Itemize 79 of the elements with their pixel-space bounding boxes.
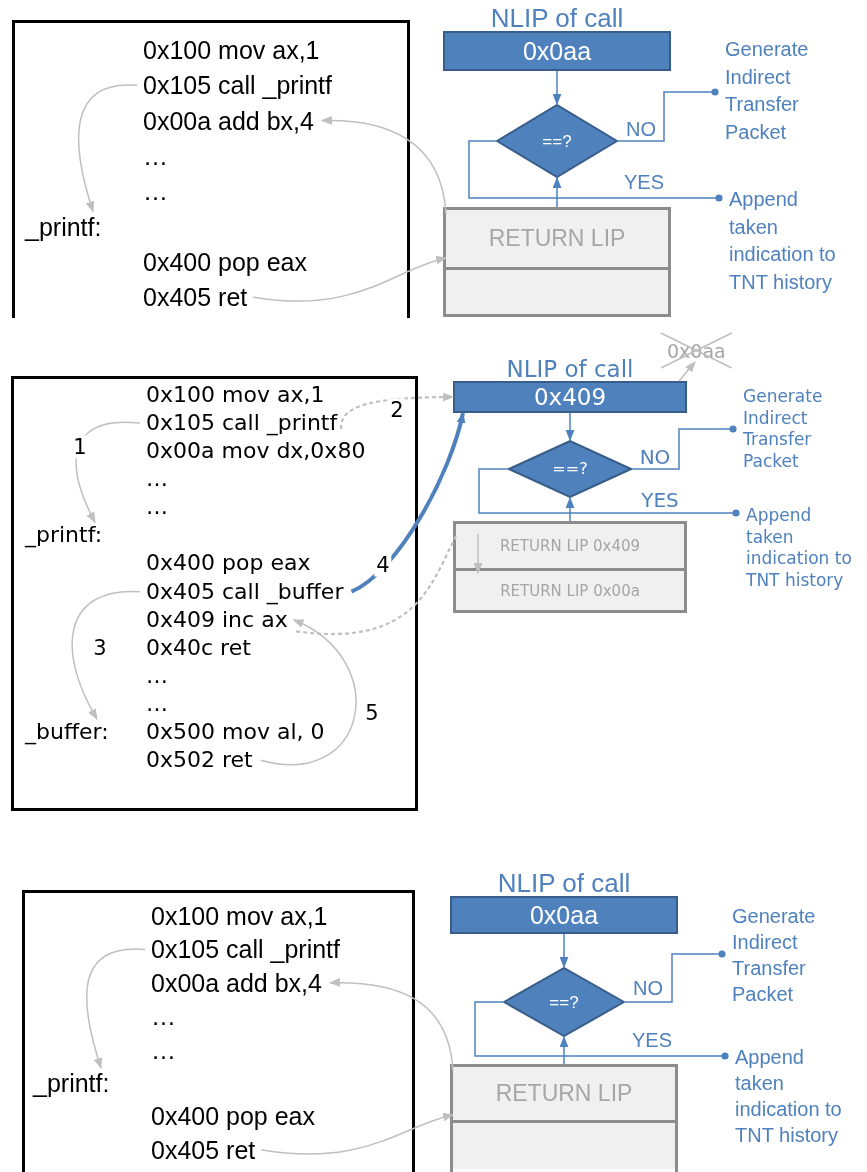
code-line: 0x00a add bx,4 xyxy=(151,967,322,998)
code-line: 0x100 mov ax,1 xyxy=(151,901,328,931)
connector-arrow xyxy=(340,392,455,430)
connector-arrow xyxy=(328,978,454,1072)
connector-arrow xyxy=(75,421,141,524)
code-line: 0x00a add bx,4 xyxy=(143,105,314,136)
connector-arrow xyxy=(552,70,562,106)
code-line: … xyxy=(143,140,168,171)
connector-arrow xyxy=(559,1035,569,1065)
diamond-label: ==? xyxy=(548,993,580,1011)
connector-arrow xyxy=(252,256,448,302)
stack-entry: RETURN LIP xyxy=(446,210,668,270)
code-line: _buffer: xyxy=(25,719,109,746)
code-line: … xyxy=(151,1001,176,1032)
code-line: … xyxy=(146,466,168,493)
diamond-label: ==? xyxy=(541,132,573,150)
connector-arrow xyxy=(565,496,575,522)
annotation-text: Append taken indication to TNT history xyxy=(735,1044,845,1148)
annotation-text: Append taken indication to TNT history xyxy=(729,186,839,297)
code-line: 0x100 mov ax,1 xyxy=(143,35,320,65)
code-line: 0x400 pop eax xyxy=(151,1101,316,1132)
code-line: 0x105 call _printf xyxy=(151,934,340,965)
code-line: … xyxy=(146,690,168,718)
return-stack xyxy=(453,521,687,613)
stack-entry: RETURN LIP xyxy=(453,1067,675,1123)
code-line: 0x405 ret xyxy=(143,282,248,313)
connector-arrow xyxy=(350,411,465,594)
stack-entry xyxy=(446,270,668,314)
code-line: 0x400 pop eax xyxy=(146,550,311,577)
stack-entry: RETURN LIP 0x409 xyxy=(456,524,684,571)
code-line: 0x409 inc ax xyxy=(146,606,288,633)
stack-entry xyxy=(453,1123,675,1169)
code-line: _printf: xyxy=(25,211,102,242)
code-line: 0x100 mov ax,1 xyxy=(146,381,325,409)
box-heading: NLIP of call xyxy=(505,358,635,381)
connector-arrow xyxy=(260,1113,455,1155)
code-line: 0x105 call _printf xyxy=(146,409,338,437)
code-line: _printf: xyxy=(25,522,103,549)
connector-arrow xyxy=(678,361,696,382)
address-box: 0x409 xyxy=(453,381,687,413)
code-line: 0x40c ret xyxy=(146,634,251,662)
address-box: 0x0aa xyxy=(450,896,678,934)
code-line: 0x500 mov al, 0 xyxy=(146,719,325,746)
dotted-connector xyxy=(293,535,457,635)
diamond-label: ==? xyxy=(551,461,589,477)
connector-arrow xyxy=(260,619,357,766)
code-line: … xyxy=(151,1034,176,1065)
stack-entry: RETURN LIP 0x00a xyxy=(456,571,684,610)
address-box: 0x0aa xyxy=(443,31,671,71)
return-stack xyxy=(450,1064,678,1172)
code-line: … xyxy=(143,176,168,207)
box-heading: NLIP of call xyxy=(496,870,632,896)
connector-arrow xyxy=(78,84,138,213)
box-heading: NLIP of call xyxy=(489,5,625,31)
code-line: _printf: xyxy=(33,1068,110,1098)
edge-label: 4 xyxy=(374,553,392,577)
connector-arrow xyxy=(565,412,575,442)
connector-arrow xyxy=(71,590,141,720)
connector-arrow xyxy=(473,533,483,575)
annotation-text: Append taken indication to TNT history xyxy=(746,505,859,592)
code-line: 0x405 call _buffer xyxy=(146,578,344,605)
connector-arrow xyxy=(86,948,146,1070)
code-line: 0x502 ret xyxy=(146,747,253,774)
annotation-text: Generate Indirect Transfer Packet xyxy=(732,903,842,1007)
code-line: … xyxy=(146,662,168,690)
code-line: 0x405 ret xyxy=(151,1134,256,1165)
connector-arrow xyxy=(559,933,569,969)
code-panel xyxy=(12,20,410,318)
code-panel xyxy=(22,890,415,1172)
code-line: 0x400 pop eax xyxy=(143,246,308,277)
code-line: … xyxy=(146,494,168,521)
code-line: 0x00a mov dx,0x80 xyxy=(146,438,366,465)
connector-arrow xyxy=(552,176,562,208)
code-line: 0x105 call _printf xyxy=(143,70,332,101)
connector-arrow xyxy=(320,116,447,215)
code-panel xyxy=(11,376,418,811)
annotation-text: Generate Indirect Transfer Packet xyxy=(725,36,835,147)
annotation-text: Generate Indirect Transfer Packet xyxy=(743,386,828,473)
return-stack xyxy=(443,207,671,317)
